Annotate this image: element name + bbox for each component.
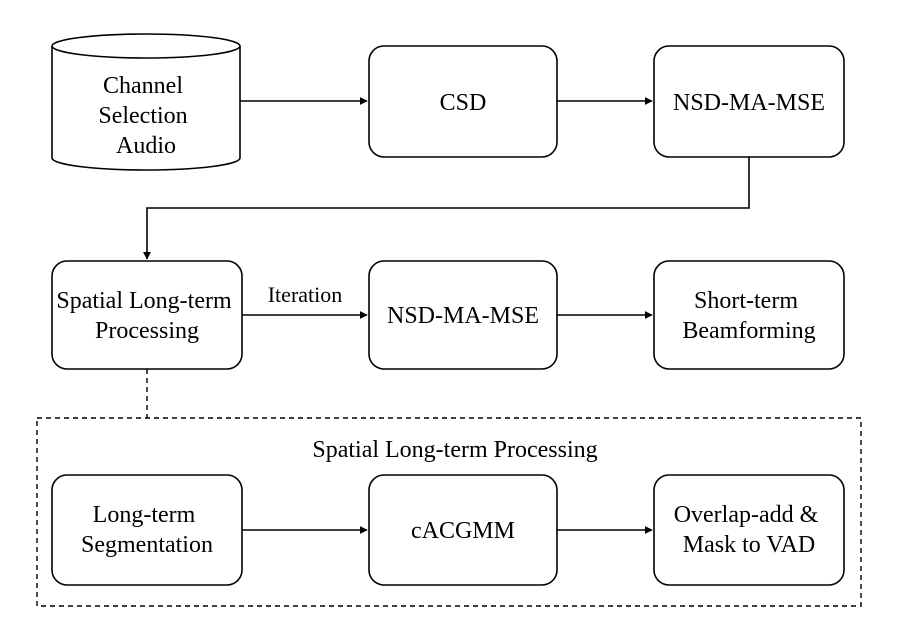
spatial-processing-group: Spatial Long-term Processing <box>36 417 862 607</box>
group-title: Spatial Long-term Processing <box>312 437 597 463</box>
nsd-top-label: NSD-MA-MSE <box>673 90 825 116</box>
svg-text:Channel Selection: Channel Selection Audio <box>98 73 193 159</box>
beam-label-line-2: Beamforming <box>682 318 815 344</box>
long-term-segmentation-node: Long-term Segmentation <box>51 474 243 586</box>
beam-label-line-1: Short-term <box>694 288 798 314</box>
cacgmm-label: cACGMM <box>411 518 515 544</box>
seg-label-line-2: Segmentation <box>81 532 213 558</box>
svg-text:Overlap-add & Mask to VA: Overlap-add & Mask to VAD <box>674 502 825 558</box>
svg-text:Short-term Beamforming: Short-term Beamforming <box>682 288 815 344</box>
cylinder-top <box>51 33 241 59</box>
audio-label-line-2: Selection <box>98 103 187 129</box>
cylinder-body <box>51 46 241 171</box>
nsd-ma-mse-middle-node: NSD-MA-MSE <box>368 260 558 370</box>
svg-text:Spatial Long-term Proces: Spatial Long-term Processing <box>56 288 237 344</box>
short-term-beamforming-node: Short-term Beamforming <box>653 260 845 370</box>
audio-label-line-1: Channel <box>103 73 183 99</box>
overlap-add-mask-to-vad-node: Overlap-add & Mask to VAD <box>653 474 845 586</box>
svg-text:Long-term Segmentation: Long-term Segmentation <box>81 502 213 558</box>
spatial-label-line-1: Spatial Long-term <box>56 288 232 314</box>
nsd-ma-mse-top-node: NSD-MA-MSE <box>653 45 845 158</box>
nsd-middle-label: NSD-MA-MSE <box>387 303 539 329</box>
edge-nsd-top-to-spatial <box>143 157 750 260</box>
overlap-label-line-2: Mask to VAD <box>683 532 815 558</box>
csd-label: CSD <box>440 90 487 116</box>
audio-label-line-3: Audio <box>116 133 176 159</box>
cacgmm-node: cACGMM <box>368 474 558 586</box>
csd-node: CSD <box>368 45 558 158</box>
overlap-label-line-1: Overlap-add & <box>674 502 819 528</box>
seg-label-line-1: Long-term <box>93 502 196 528</box>
iteration-edge-label: Iteration <box>268 282 343 307</box>
spatial-label-line-2: Processing <box>95 318 199 344</box>
spatial-long-term-processing-node: Spatial Long-term Processing <box>51 260 243 370</box>
channel-selection-audio-node: Channel Selection Audio <box>51 33 241 171</box>
